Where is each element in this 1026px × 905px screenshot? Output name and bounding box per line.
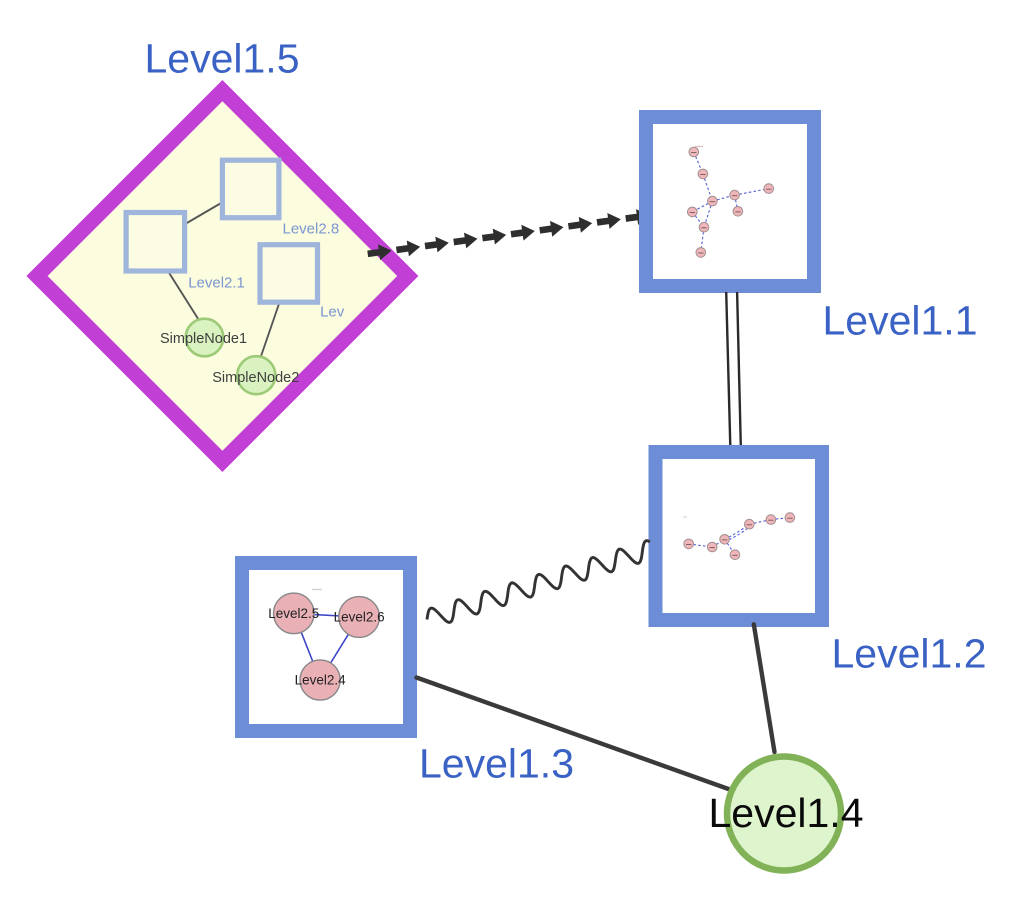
svg-text:Level2.8: Level2.8 <box>283 221 340 238</box>
svg-text:Level2.1: Level2.1 <box>188 274 245 291</box>
svg-text:Level1.2: Level1.2 <box>831 630 986 676</box>
svg-text:Level2.4: Level2.4 <box>295 673 347 688</box>
svg-text:Lev: Lev <box>320 304 345 321</box>
svg-text:SimpleNode1: SimpleNode1 <box>160 331 247 347</box>
svg-text:SimpleNode2: SimpleNode2 <box>212 370 299 386</box>
svg-text:Level1.5: Level1.5 <box>144 36 299 82</box>
svg-text:Level2.5: Level2.5 <box>268 606 319 621</box>
svg-text:Level1.1: Level1.1 <box>822 298 977 344</box>
svg-text:Level2.6: Level2.6 <box>334 610 385 625</box>
svg-text:Level1.4: Level1.4 <box>708 790 863 836</box>
svg-text:Level1.3: Level1.3 <box>419 741 574 787</box>
